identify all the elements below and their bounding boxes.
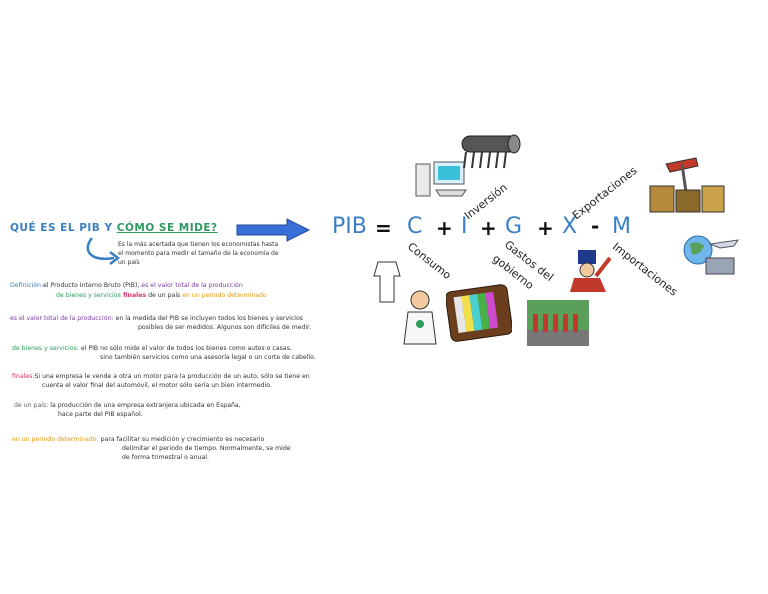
definition-text-2: es el valor total de la producción [139, 282, 243, 289]
formula-pib: PIB [332, 214, 367, 239]
subtitle: Es la más acertada que tienen los econom… [118, 241, 279, 266]
formula-plus-1: + [436, 216, 453, 240]
definition-line-1: Definición:el Producto Interno Bruto (PI… [10, 281, 243, 291]
formula-equals: = [375, 216, 392, 240]
formula-c: C [407, 214, 423, 239]
label-importaciones: Importaciones [609, 240, 680, 299]
machine-icon [461, 134, 521, 169]
clothes-icon [373, 261, 401, 303]
page-title: QUÉ ES EL PIB Y CÓMO SE MIDE? [10, 222, 218, 234]
note-line: delimitar el periodo de tiempo. Normalme… [122, 445, 291, 452]
note-line: en la medida del PIB se incluyen todos l… [115, 315, 303, 322]
parade-photo-icon [527, 300, 589, 346]
note-line: el PIB no sólo mide el valor de todos lo… [80, 345, 292, 352]
formula-x: X [562, 214, 578, 239]
note-country: de un país: la producción de una empresa… [14, 401, 241, 411]
formula-i: I [461, 214, 468, 239]
formula-plus-2: + [480, 216, 497, 240]
note-label: de un país: [14, 402, 49, 409]
note-finals: finales:Si una empresa le vende a otra u… [12, 372, 310, 382]
title-part-2: PIB Y [79, 222, 117, 234]
doctor-icon [403, 290, 437, 345]
definition-text-4: finales [120, 292, 147, 299]
note-label: es el valor total de la producción: [10, 315, 114, 322]
note-line: la producción de una empresa extranjera … [50, 402, 241, 409]
computer-icon [415, 161, 467, 197]
note-line: cuenta el valor final del automóvil, el … [42, 382, 272, 389]
globe-plane-icon [683, 235, 740, 275]
definition-text-1: el Producto Interno Bruto (PIB), [43, 282, 140, 289]
note-line: sino también servicios como una asesoría… [100, 354, 316, 361]
note-label: en un periodo determinado: [12, 436, 99, 443]
note-production: es el valor total de la producción: en l… [10, 314, 303, 324]
definition-text-5: de un país [146, 292, 181, 299]
definition-label: Definición: [10, 282, 44, 289]
formula-g: G [505, 214, 523, 239]
television-icon [446, 284, 512, 342]
curved-arrow-icon [86, 237, 121, 265]
note-line: para facilitar su medición y crecimiento… [100, 436, 265, 443]
note-line: posibles de ser medidos. Algunos son dif… [138, 324, 311, 331]
note-line: hace parte del PIB español. [58, 411, 143, 418]
note-label: finales: [12, 373, 35, 380]
formula-m: M [612, 214, 631, 239]
oil-pump-icon [649, 157, 725, 213]
definition-text-3: de bienes y servicios [56, 292, 121, 299]
definition-text-6: en un periodo determinado [180, 292, 267, 299]
big-arrow-icon [236, 218, 311, 242]
note-goods: de bienes y servicios: el PIB no sólo mi… [12, 344, 292, 354]
label-consumo: Consumo [404, 240, 454, 282]
note-period: en un periodo determinado: para facilita… [12, 435, 264, 445]
note-line: de forma trimestral o anual. [122, 454, 209, 461]
note-line: Si una empresa le vende a otra un motor … [34, 373, 310, 380]
note-label: de bienes y servicios: [12, 345, 79, 352]
formula-minus: - [591, 214, 600, 238]
title-part-3: CÓMO SE MIDE? [116, 222, 218, 234]
formula-plus-3: + [537, 216, 554, 240]
definition-line-2: de bienes y servicios finales de un país… [56, 291, 267, 301]
title-part-1: QUÉ ES EL [10, 222, 80, 234]
uncle-sam-icon [570, 250, 612, 292]
